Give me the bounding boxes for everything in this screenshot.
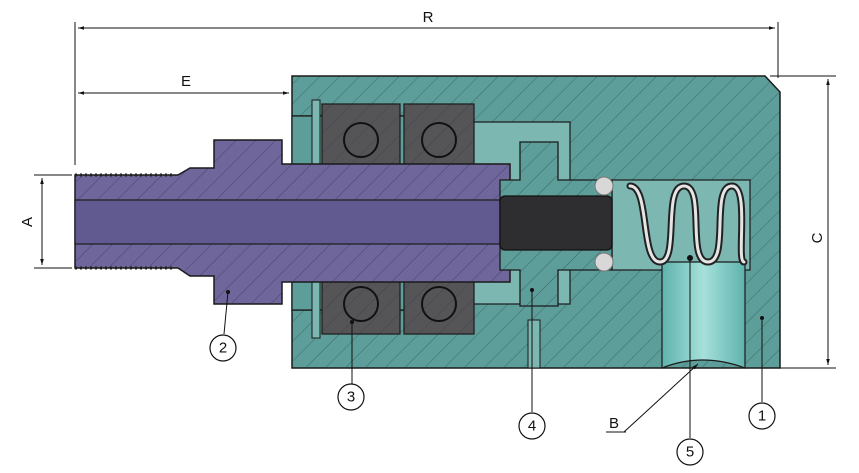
dimension-c: C <box>770 75 836 369</box>
dimension-e-label: E <box>181 73 191 90</box>
dimension-a-label: A <box>19 217 36 227</box>
callout-3: 3 <box>337 320 365 411</box>
bearing-upper-left <box>321 103 401 169</box>
callout-1-label: 1 <box>758 408 766 425</box>
rotary-seal <box>499 141 614 307</box>
callout-1: 1 <box>748 316 776 430</box>
dimension-a: A <box>19 174 72 269</box>
callout-4: 4 <box>518 288 546 440</box>
dimension-r-label: R <box>423 9 434 26</box>
callout-2: 2 <box>209 290 237 362</box>
port-reference-label: B <box>609 415 619 432</box>
callout-3-label: 3 <box>347 389 355 406</box>
port-reference-b: B <box>606 363 699 433</box>
dimension-e: E <box>78 73 289 95</box>
dimension-r: R <box>74 9 779 165</box>
callout-2-label: 2 <box>219 340 227 357</box>
compression-spring <box>626 182 748 266</box>
callout-5-label: 5 <box>686 444 694 461</box>
callout-5: 5 <box>676 255 704 466</box>
callout-4-label: 4 <box>528 418 536 435</box>
retaining-ring-upper <box>311 99 321 171</box>
bearing-upper-right <box>403 103 475 169</box>
rotating-shaft <box>74 139 511 305</box>
dimension-c-label: C <box>809 232 826 243</box>
